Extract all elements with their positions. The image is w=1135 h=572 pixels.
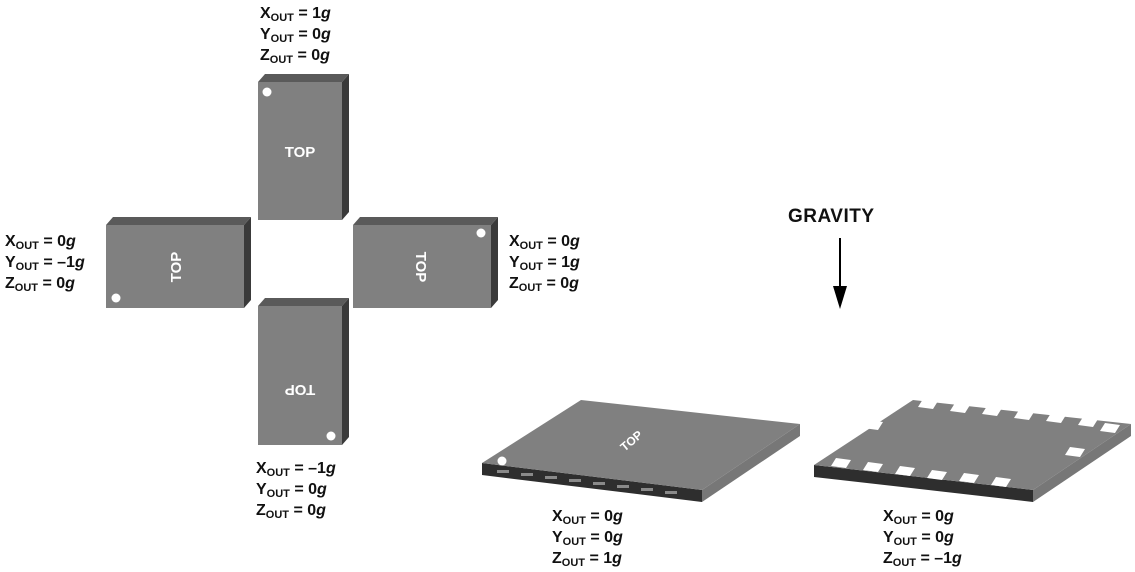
orient-top: XOUT = 1g YOUT = 0g ZOUT = 0g xyxy=(260,3,331,66)
axis-reading: XOUT = 1g xyxy=(260,5,331,24)
pin1-dot xyxy=(326,431,336,441)
axis-reading: YOUT = 0g xyxy=(256,481,327,500)
axis-reading: XOUT = 0g xyxy=(552,508,623,527)
package-bottom-orientation: TOP xyxy=(258,298,349,445)
package-flat-bottom-up xyxy=(814,399,1131,502)
axis-reading: ZOUT = 0g xyxy=(509,275,579,294)
pin1-dot xyxy=(262,87,272,97)
pin1-dot xyxy=(497,456,507,466)
pin1-dot xyxy=(111,293,121,303)
axis-reading: ZOUT = –1g xyxy=(883,550,962,569)
top-marking: TOP xyxy=(412,252,429,283)
orient-flat-down: XOUT = 0g YOUT = 0g ZOUT = –1g xyxy=(883,506,962,569)
axis-reading: XOUT = 0g xyxy=(883,508,954,527)
axis-reading: XOUT = –1g xyxy=(256,460,336,479)
package-flat-top-up: TOP xyxy=(482,400,800,502)
gravity-arrow xyxy=(833,238,847,309)
axis-reading: YOUT = –1g xyxy=(5,254,85,273)
solder-pads xyxy=(831,399,1120,487)
package-right-orientation: TOP xyxy=(353,217,498,308)
axis-reading: XOUT = 0g xyxy=(509,233,580,252)
orient-right: XOUT = 0g YOUT = 1g ZOUT = 0g xyxy=(509,231,580,294)
axis-reading: ZOUT = 0g xyxy=(256,502,326,521)
package-top-orientation: TOP xyxy=(258,74,349,220)
axis-reading: YOUT = 0g xyxy=(883,529,954,548)
axis-reading: YOUT = 0g xyxy=(552,529,623,548)
top-marking: TOP xyxy=(285,144,316,161)
top-marking: TOP xyxy=(285,381,316,398)
orient-flat-up: XOUT = 0g YOUT = 0g ZOUT = 1g xyxy=(552,506,623,569)
gravity-label: GRAVITY xyxy=(788,206,875,227)
pin1-dot xyxy=(476,228,486,238)
axis-reading: ZOUT = 0g xyxy=(260,47,330,66)
axis-reading: YOUT = 1g xyxy=(509,254,580,273)
axis-reading: XOUT = 0g xyxy=(5,233,76,252)
axis-reading: YOUT = 0g xyxy=(260,26,331,45)
axis-reading: ZOUT = 1g xyxy=(552,550,622,569)
package-left-orientation: TOP xyxy=(106,217,251,308)
axis-reading: ZOUT = 0g xyxy=(5,275,75,294)
top-marking: TOP xyxy=(168,252,185,283)
